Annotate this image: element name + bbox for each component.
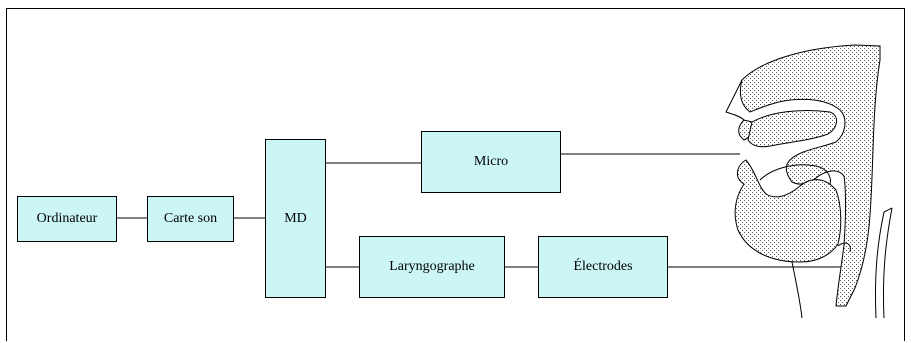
md-box: MD [265,139,326,298]
ordinateur-label: Ordinateur [36,211,98,226]
electrodes-label: Électrodes [573,259,633,274]
carte-son-box: Carte son [147,196,234,242]
diagram-frame [6,8,905,341]
ordinateur-box: Ordinateur [17,196,117,242]
electrodes-box: Électrodes [538,236,668,298]
micro-box: Micro [421,131,561,193]
carte-son-label: Carte son [163,211,218,226]
laryngographe-label: Laryngographe [389,259,475,274]
md-label: MD [284,210,307,226]
head-profile-illustration [725,44,893,319]
laryngographe-box: Laryngographe [359,236,505,298]
connectors [117,153,848,268]
micro-label: Micro [473,154,509,169]
